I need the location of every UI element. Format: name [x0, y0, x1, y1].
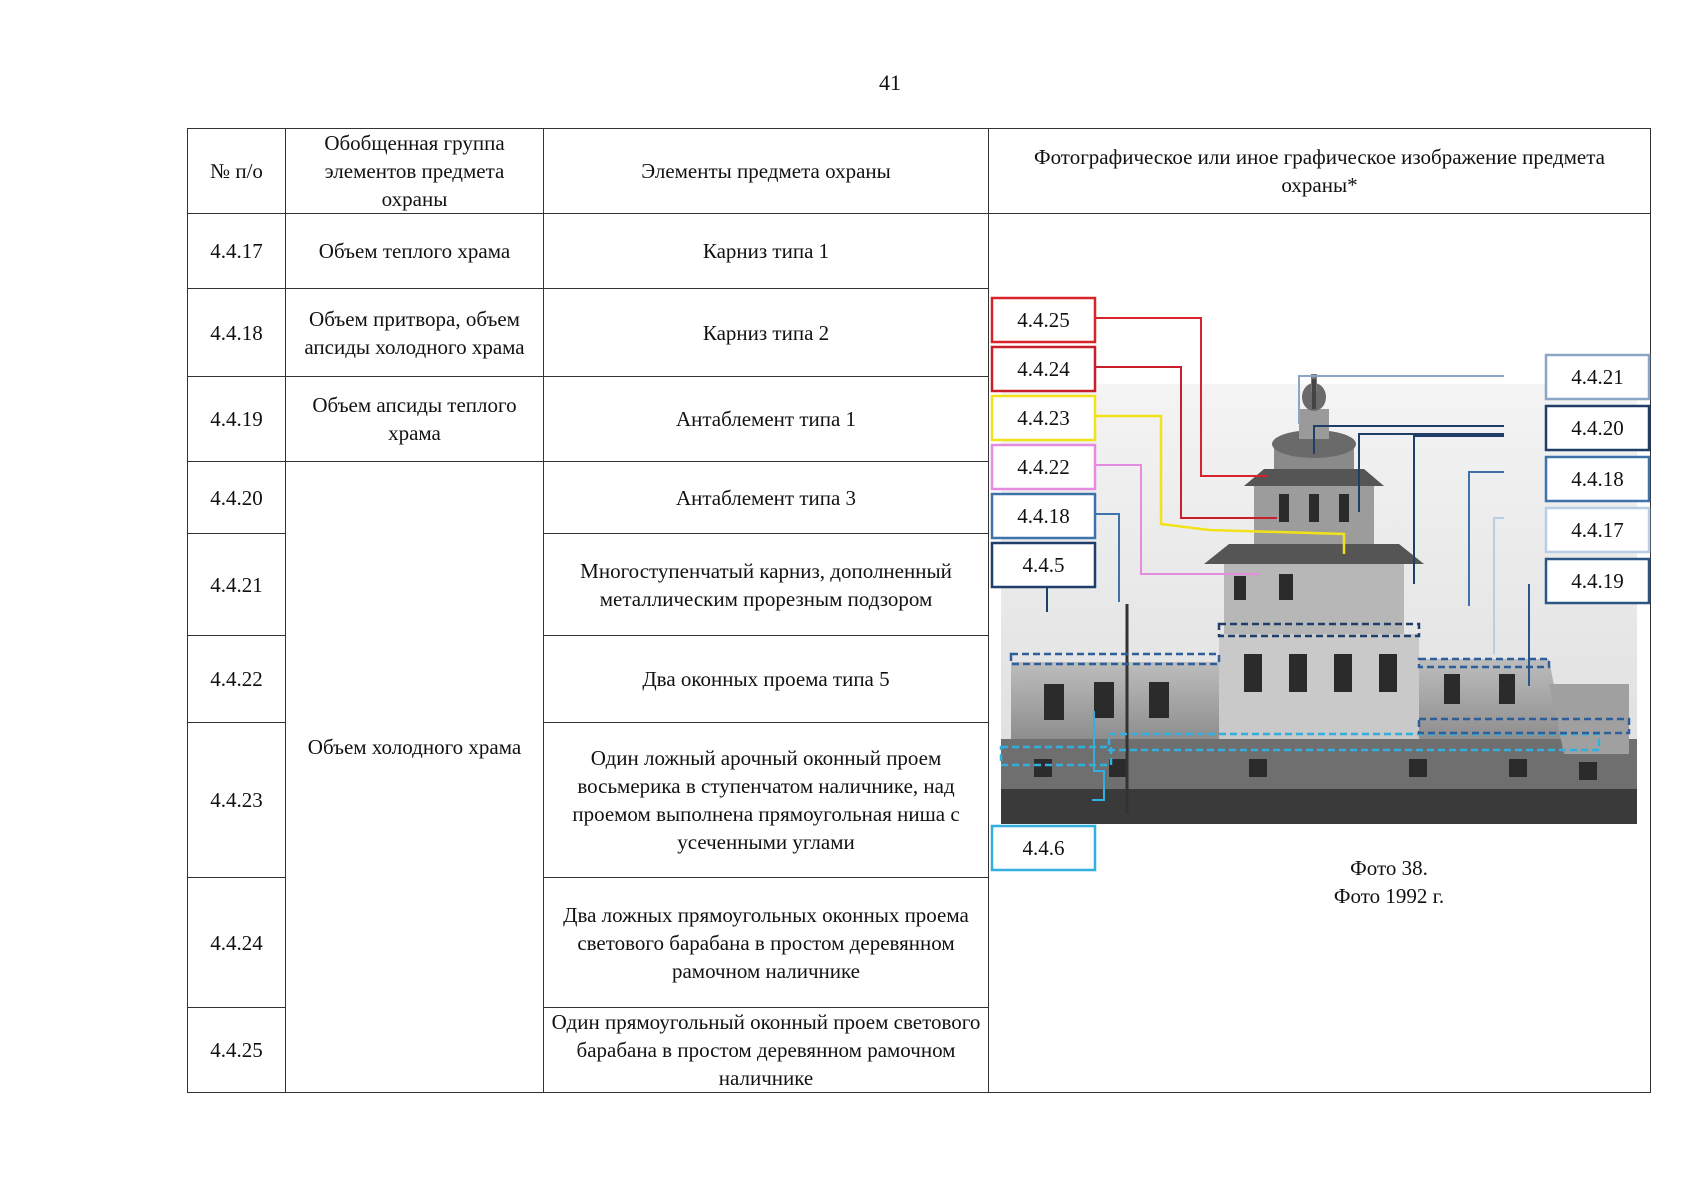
row-element: Карниз типа 2: [543, 288, 989, 377]
photo-caption: Фото 38. Фото 1992 г.: [1239, 854, 1539, 910]
table-row: 4.4.20 Объем холодного храма Антаблемент…: [187, 461, 1651, 1093]
church-photo-diagram: 4.4.25 4.4.24 4.4.23 4.4.22 4.4.18 4.4.5 4.4.6…: [990, 296, 1651, 872]
row-num: 4.4.23: [187, 722, 286, 878]
table-row: 4.4.19 Объем апсиды теплого храма Антабл…: [187, 376, 1651, 462]
table-row: 4.4.22 Два оконных проема типа 5: [187, 635, 1651, 723]
row-element: Многоступенчатый карниз, дополненный мет…: [543, 533, 989, 636]
right-label-text: 4.4.21: [1571, 365, 1624, 389]
row-group-merged: Объем холодного храма: [285, 461, 544, 1093]
right-label-text: 4.4.18: [1571, 467, 1624, 491]
header-elements: Элементы предмета охраны: [543, 128, 989, 214]
left-label-text: 4.4.23: [1017, 406, 1070, 430]
row-num: 4.4.18: [187, 288, 286, 377]
row-group: Объем притвора, объем апсиды холодного х…: [285, 288, 544, 377]
row-element: Антаблемент типа 1: [543, 376, 989, 462]
left-label-text: 4.4.24: [1017, 357, 1070, 381]
table-row: 4.4.24 Два ложных прямоугольных оконных …: [187, 877, 1651, 1008]
page-number: 41: [879, 70, 901, 95]
row-group: Объем теплого храма: [285, 213, 544, 289]
table-header-row: № п/о Обобщенная группа элементов предме…: [187, 128, 1651, 214]
left-label-text: 4.4.5: [1023, 553, 1065, 577]
row-num: 4.4.21: [187, 533, 286, 636]
right-label-text: 4.4.20: [1571, 416, 1624, 440]
left-label-text: 4.4.25: [1017, 308, 1070, 332]
row-num: 4.4.17: [187, 213, 286, 289]
left-label-box: [990, 394, 1097, 442]
row-num: 4.4.24: [187, 877, 286, 1008]
right-label-text: 4.4.19: [1571, 569, 1624, 593]
row-element: Антаблемент типа 3: [543, 461, 989, 534]
left-label-box: [990, 541, 1097, 589]
labels-left: 4.4.25 4.4.24 4.4.23 4.4.22 4.4.18 4.4.5 4.4.6: [990, 296, 1097, 872]
right-label-box: [1544, 455, 1651, 503]
row-element: Два оконных проема типа 5: [543, 635, 989, 723]
left-label-box: [990, 443, 1097, 491]
row-element: Один прямоугольный оконный проем светово…: [543, 1007, 989, 1093]
header-photo: Фотографическое или иное графическое изо…: [988, 128, 1651, 214]
church-photo: [1001, 374, 1637, 824]
left-label-box: [990, 296, 1097, 344]
right-label-box: [1544, 557, 1651, 605]
row-num: 4.4.25: [187, 1007, 286, 1093]
right-label-box: [1544, 404, 1651, 452]
right-label-box: [1544, 353, 1651, 401]
labels-right: 4.4.21 4.4.20 4.4.18 4.4.17 4.4.19: [1544, 353, 1651, 605]
connector-lines: [1046, 317, 1530, 801]
right-label-text: 4.4.17: [1571, 518, 1624, 542]
right-label-box: [1544, 506, 1651, 554]
caption-line-2: Фото 1992 г.: [1333, 884, 1445, 908]
row-group: Объем апсиды теплого храма: [285, 376, 544, 462]
row-element: Карниз типа 1: [543, 213, 989, 289]
left-label-text: 4.4.18: [1017, 504, 1070, 528]
header-num: № п/о: [187, 128, 286, 214]
element-highlights: [999, 622, 1631, 767]
row-element: Один ложный арочный оконный проем восьме…: [543, 722, 989, 878]
protection-table: № п/о Обобщенная группа элементов предме…: [187, 128, 1651, 1093]
photo-cell: 4.4.25 4.4.24 4.4.23 4.4.22 4.4.18 4.4.5 4.4.6…: [988, 213, 1651, 1093]
table-row: 4.4.25 Один прямоугольный оконный проем …: [187, 1007, 1651, 1093]
table-row: 4.4.18 Объем притвора, объем апсиды холо…: [187, 288, 1651, 377]
table-row: 4.4.17 Объем теплого храма Карниз типа 1: [187, 213, 1651, 1093]
left-label-text: 4.4.6: [1023, 836, 1065, 860]
table-row: 4.4.23 Один ложный арочный оконный проем…: [187, 722, 1651, 878]
row-num: 4.4.22: [187, 635, 286, 723]
table-row: 4.4.21 Многоступенчатый карниз, дополнен…: [187, 533, 1651, 636]
left-label-box: [990, 492, 1097, 540]
left-label-box: [990, 345, 1097, 393]
header-group: Обобщенная группа элементов предмета охр…: [285, 128, 544, 214]
left-label-box: [990, 824, 1097, 872]
caption-line-1: Фото 38.: [1350, 856, 1428, 880]
row-num: 4.4.19: [187, 376, 286, 462]
row-num: 4.4.20: [187, 461, 286, 534]
left-label-text: 4.4.22: [1017, 455, 1070, 479]
row-element: Два ложных прямоугольных оконных проема …: [543, 877, 989, 1008]
